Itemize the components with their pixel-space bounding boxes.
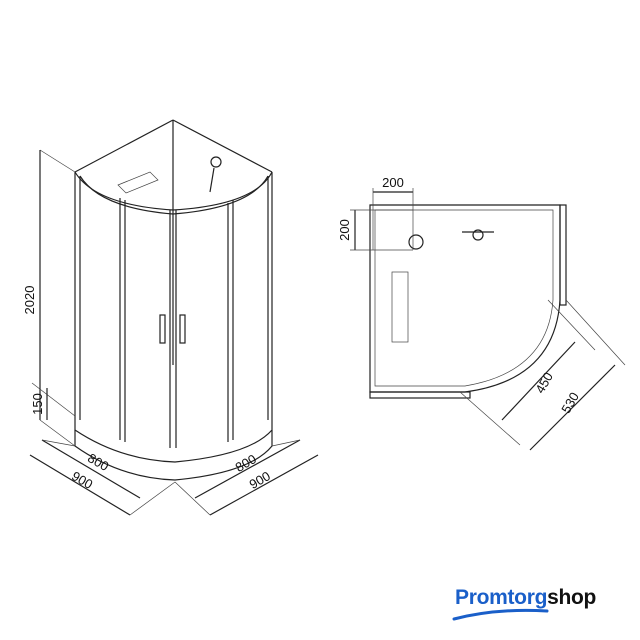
dim-offset-top: 200 xyxy=(382,175,404,190)
dim-height-total: 2020 xyxy=(22,286,37,315)
isometric-view xyxy=(29,119,319,516)
logo-part2: shop xyxy=(547,586,597,609)
dim-outer-width-right: 900 xyxy=(247,468,273,492)
dim-tray-height: 150 xyxy=(30,393,45,415)
dim-diagonal: 530 xyxy=(558,390,582,416)
dim-offset-left: 200 xyxy=(337,219,352,241)
logo-swoosh-icon xyxy=(452,608,549,621)
dim-outer-width-left: 900 xyxy=(69,468,95,492)
dim-door-opening: 450 xyxy=(532,370,556,396)
dim-inner-width-left: 800 xyxy=(85,450,111,474)
logo-part1: Promtorg xyxy=(455,586,548,609)
dim-inner-width-right: 800 xyxy=(233,451,259,475)
plan-view xyxy=(350,188,626,451)
promtorgshop-logo: Promtorgshop xyxy=(455,586,596,610)
